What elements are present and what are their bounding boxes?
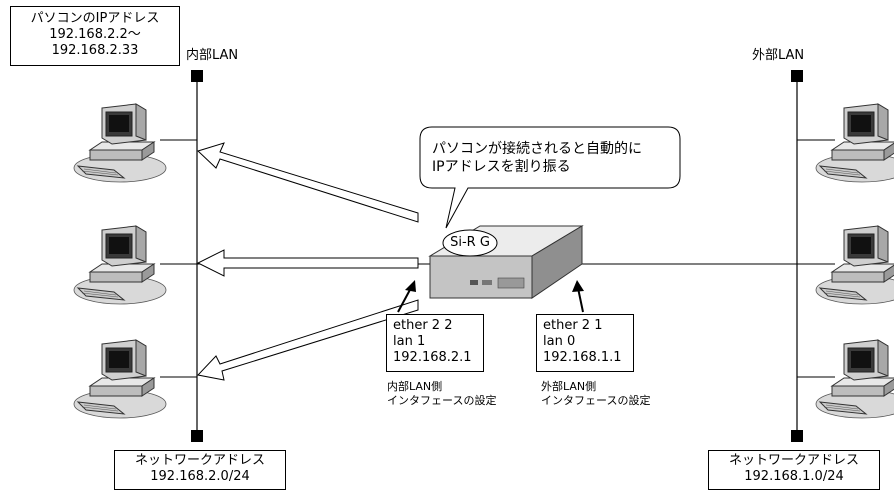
ip-assign-arrow <box>196 249 419 277</box>
internal-iface-port: ether 2 2 <box>393 318 453 333</box>
external-iface-pointer <box>577 287 584 313</box>
external-network-box: ネットワークアドレス 192.168.1.0/24 <box>708 450 880 490</box>
internal-iface-pointer-head <box>405 280 416 292</box>
internal-iface-ip: 192.168.2.1 <box>393 350 472 365</box>
internal-iface-box: ether 2 2 lan 1 192.168.2.1 <box>386 314 484 372</box>
external-iface-note-2: インタフェースの設定 <box>541 394 651 407</box>
internal-iface-note-1: 内部LAN側 <box>387 380 443 393</box>
external-network-title: ネットワークアドレス <box>728 453 859 468</box>
pc-icon <box>815 339 894 419</box>
external-network-address: 192.168.1.0/24 <box>744 469 844 484</box>
pc-ip-range-start: 192.168.2.2～ <box>49 27 141 42</box>
internal-lan-top-terminator <box>191 70 203 82</box>
external-lan-bottom-terminator <box>791 430 803 442</box>
pc-icon <box>73 225 167 305</box>
pc-icon <box>815 103 894 183</box>
external-iface-port: ether 2 1 <box>543 318 603 333</box>
internal-lan-label: 内部LAN <box>186 48 239 63</box>
external-iface-ip: 192.168.1.1 <box>543 350 622 365</box>
internal-network-box: ネットワークアドレス 192.168.2.0/24 <box>114 450 286 490</box>
callout-text: パソコンが接続されると自動的に IPアドレスを割り振る <box>432 140 642 176</box>
internal-iface-lan: lan 1 <box>393 334 426 349</box>
pc-ip-range-title: パソコンのIPアドレス <box>30 11 160 26</box>
callout-bubble <box>419 126 681 229</box>
pc-ip-range-box: パソコンのIPアドレス 192.168.2.2～ 192.168.2.33 <box>10 6 180 66</box>
ip-assign-arrow <box>197 142 419 223</box>
pc-ip-range-end: 192.168.2.33 <box>51 43 139 58</box>
external-iface-pointer-head <box>572 280 584 292</box>
callout-line-2: IPアドレスを割り振る <box>432 159 571 175</box>
pc-icon <box>73 339 167 419</box>
router-name-badge <box>442 229 498 257</box>
pc-icon <box>73 103 167 183</box>
external-lan-top-terminator <box>791 70 803 82</box>
external-iface-box: ether 2 1 lan 0 192.168.1.1 <box>536 314 634 372</box>
internal-iface-note: 内部LAN側 インタフェースの設定 <box>387 380 496 408</box>
router-name: Si-R G <box>450 235 490 250</box>
internal-network-address: 192.168.2.0/24 <box>150 469 250 484</box>
internal-lan-bottom-terminator <box>191 430 203 442</box>
internal-iface-note-2: インタフェースの設定 <box>387 394 497 407</box>
internal-network-title: ネットワークアドレス <box>134 453 265 468</box>
pc-icon <box>815 225 894 305</box>
external-iface-note: 外部LAN側 インタフェースの設定 <box>541 380 650 408</box>
external-iface-note-1: 外部LAN側 <box>541 380 597 393</box>
external-lan-label: 外部LAN <box>752 48 805 63</box>
ip-assign-arrow <box>197 299 419 381</box>
external-iface-lan: lan 0 <box>543 334 576 349</box>
callout-line-1: パソコンが接続されると自動的に <box>432 141 642 157</box>
